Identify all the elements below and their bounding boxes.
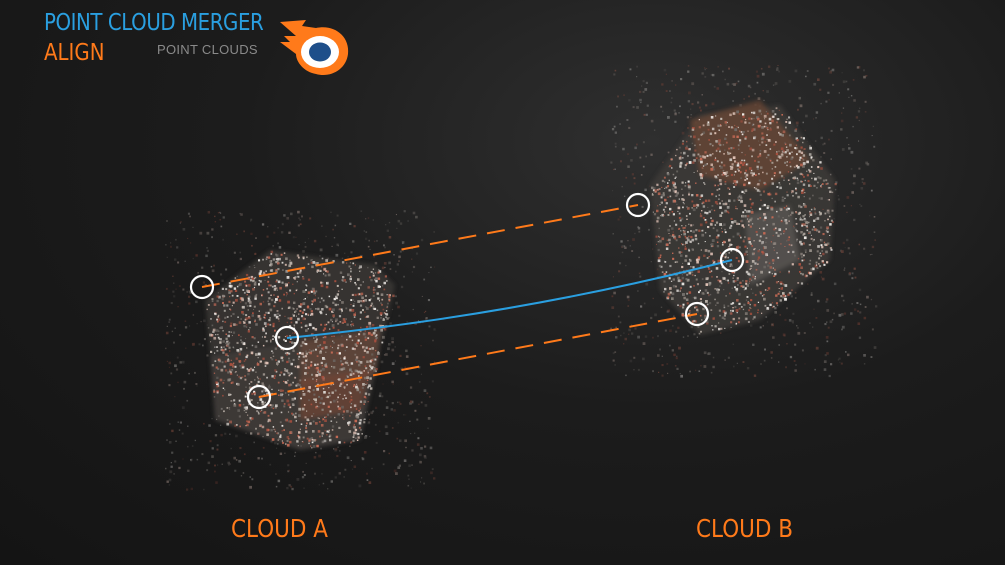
subtitle: POINT CLOUDS [157, 42, 258, 57]
selection-markers [189, 192, 745, 410]
marker-cloud-b-middle[interactable] [719, 247, 745, 273]
marker-cloud-a-middle[interactable] [274, 325, 300, 351]
correspondence-line-top [201, 204, 639, 288]
app-title: POINT CLOUD MERGER [44, 10, 264, 36]
marker-cloud-a-top[interactable] [189, 274, 215, 300]
correspondence-line-middle [286, 259, 733, 339]
cloud-b-point-cloud [610, 65, 878, 378]
cloud-a-point-cloud [165, 210, 436, 491]
cloud-b-label: CLOUD B [696, 514, 794, 543]
marker-cloud-b-bottom[interactable] [684, 301, 710, 327]
correspondence-lines [201, 204, 733, 398]
cloud-a-label: CLOUD A [231, 514, 328, 543]
correspondence-line-bottom [258, 313, 698, 398]
blender-logo-icon [280, 20, 349, 76]
marker-cloud-a-bottom[interactable] [246, 384, 272, 410]
marker-cloud-b-top[interactable] [625, 192, 651, 218]
mode-title: ALIGN [44, 40, 105, 66]
